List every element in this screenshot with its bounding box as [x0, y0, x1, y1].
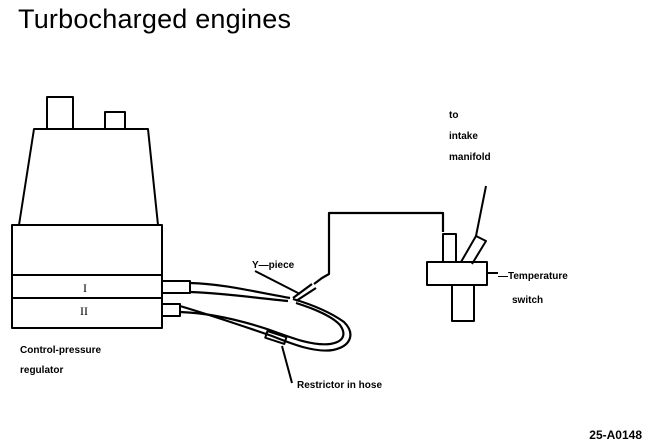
section-ii-label: II	[80, 304, 88, 318]
restrictor-shape	[264, 330, 288, 345]
hoses	[179, 211, 445, 352]
to-intake-label-line1: to	[449, 110, 458, 121]
figure-code: 25-A0148	[589, 428, 642, 442]
control-pressure-regulator-label-line1: Control-pressure	[20, 345, 102, 356]
temperature-switch-label-line2: switch	[512, 295, 543, 306]
diagram-title: Turbocharged engines	[18, 4, 292, 34]
section-i-label: I	[83, 281, 87, 295]
y-piece-label: Y—piece	[252, 260, 295, 271]
control-pressure-regulator	[11, 96, 191, 329]
control-pressure-regulator-label-line2: regulator	[20, 365, 63, 376]
to-intake-label-line3: manifold	[449, 152, 491, 163]
temperature-switch	[426, 185, 488, 322]
temperature-switch-label-line1: —Temperature	[498, 271, 568, 282]
restrictor-label: Restrictor in hose	[297, 380, 382, 391]
to-intake-label-line2: intake	[449, 131, 478, 142]
